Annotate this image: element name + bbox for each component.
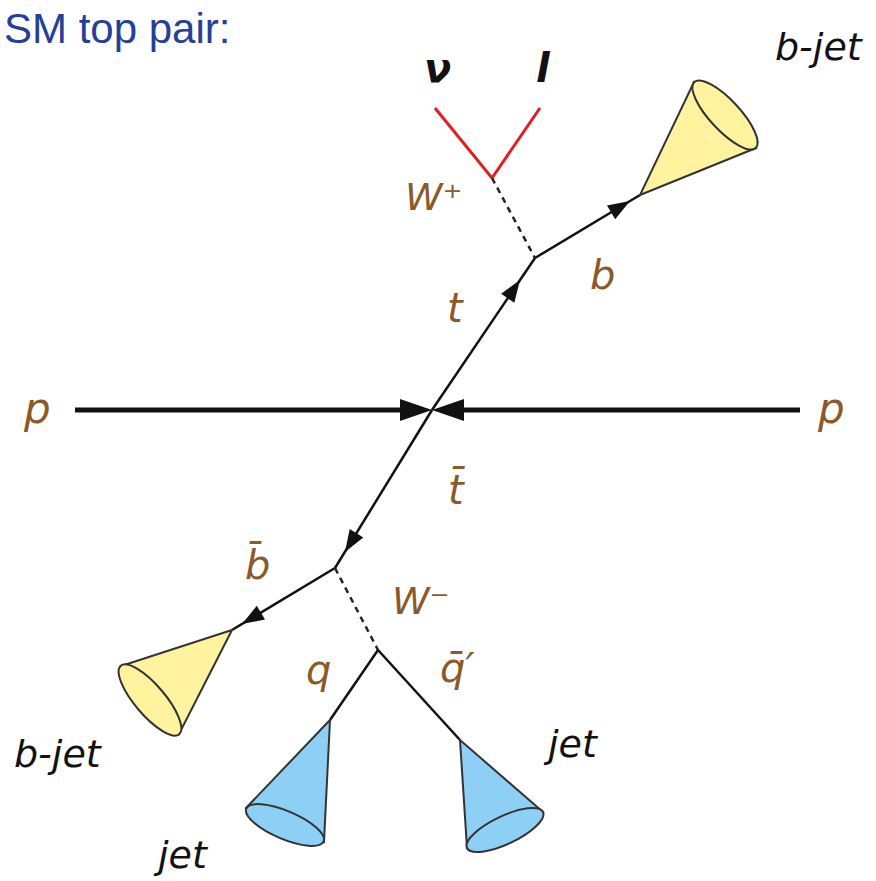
b-jet-cone-mouth bbox=[683, 72, 766, 158]
jet-cone-mouth bbox=[241, 796, 329, 855]
jet-label: b-jet bbox=[775, 28, 862, 66]
antitop-line bbox=[335, 410, 432, 568]
arrowhead bbox=[242, 606, 265, 624]
proton-line bbox=[75, 408, 405, 413]
arrowhead bbox=[432, 399, 464, 421]
particle-label: p bbox=[818, 388, 845, 430]
particle-label: q̄′ bbox=[440, 648, 474, 688]
jet-cone-mouth bbox=[461, 799, 549, 860]
particle-label: b̄ bbox=[245, 545, 270, 585]
jet-label: jet bbox=[548, 725, 597, 763]
particle-label: ν bbox=[424, 48, 451, 88]
neutrino-line bbox=[435, 108, 492, 178]
diagram-title: SM top pair: bbox=[4, 8, 230, 50]
particle-label: p bbox=[24, 388, 51, 430]
top-line bbox=[432, 258, 535, 410]
particle-label: b bbox=[590, 255, 615, 295]
particle-label: t̄ bbox=[448, 470, 464, 510]
particle-label: t bbox=[447, 288, 463, 328]
arrowhead bbox=[607, 201, 630, 219]
particle-label: W⁻ bbox=[392, 582, 450, 620]
b-quark-line bbox=[535, 195, 640, 258]
proton-line bbox=[459, 408, 800, 413]
particle-label: q bbox=[306, 650, 331, 690]
w-boson-line bbox=[492, 178, 535, 258]
lepton-line bbox=[492, 108, 540, 178]
particle-label: l bbox=[536, 48, 550, 88]
jet-label: jet bbox=[158, 836, 207, 874]
arrowhead bbox=[345, 529, 363, 552]
w-boson-line bbox=[335, 568, 378, 650]
quark-line bbox=[330, 650, 378, 720]
b-jet-cone-mouth bbox=[109, 656, 190, 744]
arrowhead bbox=[501, 280, 520, 303]
jet-label: b-jet bbox=[14, 735, 101, 773]
particle-label: W⁺ bbox=[405, 178, 463, 216]
